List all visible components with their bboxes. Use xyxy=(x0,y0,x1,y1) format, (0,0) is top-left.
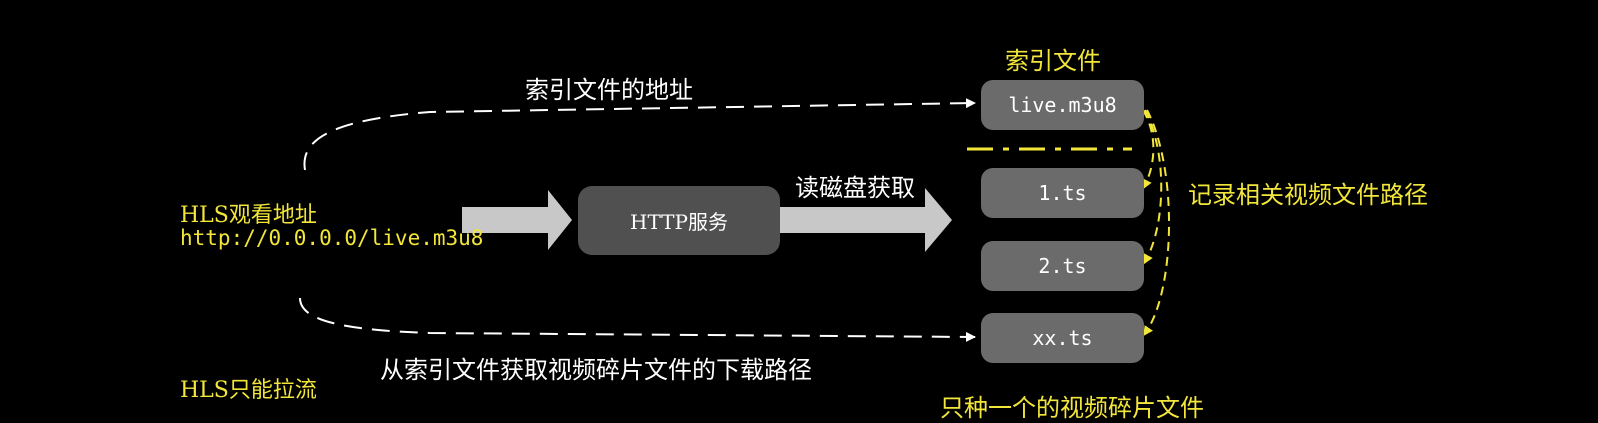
bottom-cut-text: 只种一个的视频碎片文件 xyxy=(940,394,1204,422)
read-disk-label: 读磁盘获取 xyxy=(795,174,915,202)
hls-pull-only: HLS只能拉流 xyxy=(180,378,317,403)
index-file-title: 索引文件 xyxy=(1005,47,1101,75)
fetch-segments-label: 从索引文件获取视频碎片文件的下载路径 xyxy=(380,356,812,384)
diagram-connectors xyxy=(299,98,1170,342)
segment-path-arrow xyxy=(299,297,976,342)
record-arrow-2 xyxy=(1143,109,1163,265)
segment-xx-node: xx.ts xyxy=(981,313,1144,363)
read-disk-arrow xyxy=(780,188,952,252)
record-paths-label: 记录相关视频文件路径 xyxy=(1188,181,1428,209)
segment-1-node: 1.ts xyxy=(981,168,1144,218)
hls-url: http://0.0.0.0/live.m3u8 xyxy=(180,226,484,250)
index-file-node: live.m3u8 xyxy=(981,80,1144,130)
hls-watch-label: HLS观看地址 xyxy=(180,203,317,228)
request-arrow xyxy=(462,190,572,250)
index-address-arrow xyxy=(303,98,976,171)
record-arrow-3 xyxy=(1143,109,1170,337)
http-service-node: HTTP服务 xyxy=(578,186,780,255)
record-arrow-1 xyxy=(1142,109,1155,190)
segment-2-node: 2.ts xyxy=(981,241,1144,291)
index-address-label: 索引文件的地址 xyxy=(525,76,693,104)
